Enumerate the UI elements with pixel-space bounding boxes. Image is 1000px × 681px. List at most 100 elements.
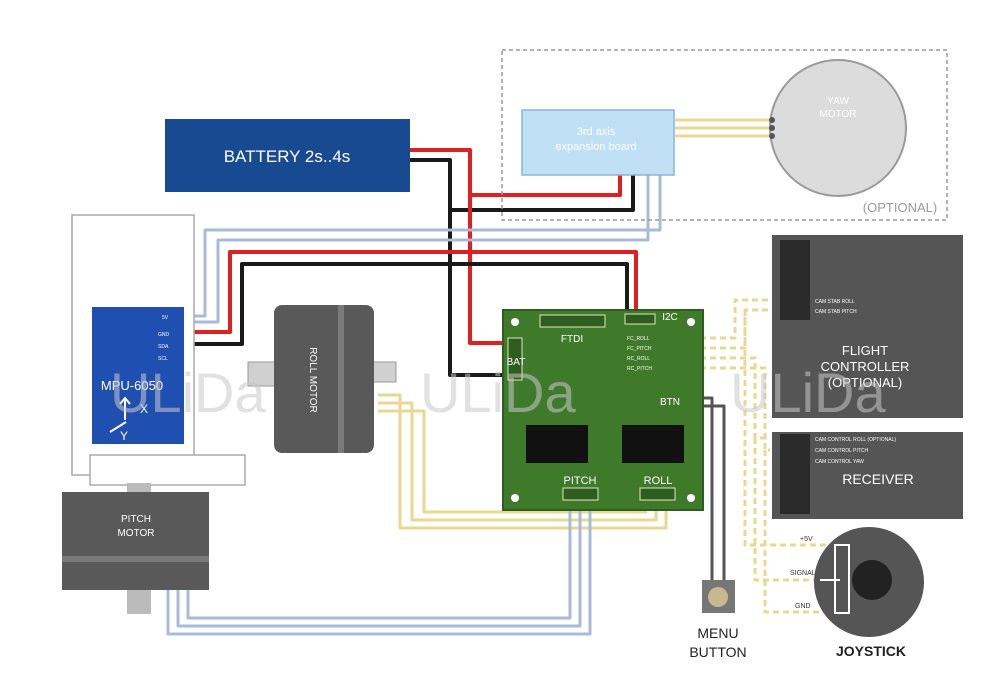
mpu-label: MPU-6050 <box>101 378 163 393</box>
yaw-optional-label: (OPTIONAL) <box>863 200 937 215</box>
wire-pitch-1 <box>166 503 592 636</box>
wire-pitch-2 <box>176 503 582 628</box>
receiver-pin-pitch: CAM CONTROL PITCH <box>815 448 869 454</box>
gimbal-controller-board <box>502 309 704 511</box>
pin-fc-pitch: FC_PITCH <box>627 346 652 352</box>
board-hole-tr <box>687 318 695 326</box>
mpu-pin-gnd: GND <box>158 332 170 338</box>
pin-rc-pitch: RC_PITCH <box>627 366 652 372</box>
receiver-label: RECEIVER <box>842 471 914 487</box>
watermark-1: ULiDa <box>110 361 266 424</box>
i2c-label: I2C <box>662 312 678 323</box>
pin-fc-roll: FC_ROLL <box>627 336 650 342</box>
menu-button-label-2: BUTTON <box>689 644 746 660</box>
wire-dashed-rc-pitch <box>700 366 770 452</box>
watermark: ULiDa ULiDa ULiDa <box>110 361 886 424</box>
roll-connector-label: ROLL <box>644 475 673 487</box>
mpu-axis-x: X <box>140 402 148 416</box>
wire-dashed-fc-pitch <box>700 308 770 350</box>
mpu-6050-board <box>92 307 184 444</box>
wire-btn-2 <box>700 404 726 580</box>
yaw-motor <box>769 59 907 197</box>
wire-roll-2 <box>378 401 658 522</box>
fc-label-3: (OPTIONAL) <box>828 375 902 390</box>
yaw-motor-connector-1 <box>769 117 775 123</box>
menu-button-label-1: MENU <box>697 625 738 641</box>
joystick-label: JOYSTICK <box>836 643 906 659</box>
board-hole-tl <box>511 318 519 326</box>
expansion-board <box>521 109 675 176</box>
wire-dashed-fc-roll <box>700 298 770 340</box>
expansion-board-label-1: 3rd axis <box>577 126 616 138</box>
mpu-pin-sda: SDA <box>158 344 169 350</box>
yaw-motor-connector-2 <box>769 125 775 131</box>
pitch-connector-label: PITCH <box>564 475 597 487</box>
roll-motor-shaft <box>247 361 277 387</box>
pitch-motor-bottom-shaft <box>127 590 151 614</box>
fc-pin-pitch: CAM STAB PITCH <box>815 309 857 315</box>
flight-controller-pins <box>780 240 810 320</box>
bat-connector <box>507 337 523 381</box>
yaw-motor-label-2: MOTOR <box>819 109 856 120</box>
fc-pin-roll: CAM STAB ROLL <box>815 299 855 305</box>
mpu-pin-5v: 5V <box>162 315 169 321</box>
wire-roll-1 <box>378 393 668 530</box>
wire-blue-i2c-1 <box>185 172 662 318</box>
receiver-pins <box>780 434 810 514</box>
wire-blue-i2c-2 <box>185 172 650 324</box>
wire-dashed-joy-5v <box>743 310 835 547</box>
wire-pitch-3 <box>186 503 572 620</box>
pitch-motor-label-2: MOTOR <box>117 528 154 539</box>
watermark-2: ULiDa <box>420 361 576 424</box>
roll-motor <box>274 305 374 453</box>
wire-red-i2c-mpu <box>185 250 638 334</box>
wire-dashed-joy-gnd <box>763 450 835 614</box>
yaw-motor-label-1: YAW <box>827 96 849 107</box>
mpu-axis-arrows <box>109 396 131 433</box>
pitch-bracket-base <box>89 454 246 486</box>
pitch-motor-top-shaft <box>127 483 151 493</box>
pitch-motor <box>62 492 209 590</box>
expansion-board-label-2: expansion board <box>555 141 636 153</box>
board-hole-br <box>687 494 695 502</box>
driver-chip-right <box>622 425 684 463</box>
battery-label: BATTERY 2s..4s <box>224 147 351 166</box>
mpu-axis-y: Y <box>120 429 128 443</box>
joystick-5v: +5V <box>800 536 813 543</box>
receiver-pin-yaw: CAM CONTROL YAW <box>815 459 864 465</box>
wire-red-battery-bat <box>468 195 510 345</box>
wire-dashed-rc-roll <box>700 356 770 440</box>
roll-motor-label: ROLL MOTOR <box>307 347 318 413</box>
i2c-header <box>624 313 656 325</box>
mpu-pin-scl: SCL <box>158 356 168 362</box>
joystick-knob <box>852 560 892 600</box>
battery <box>165 119 410 192</box>
ftdi-header <box>539 314 606 328</box>
fc-label-2: CONTROLLER <box>821 359 910 374</box>
receiver-pin-roll: CAM CONTROL ROLL (OPTIONAL) <box>815 437 896 443</box>
btn-label: BTN <box>660 397 680 408</box>
yaw-motor-connector-3 <box>769 133 775 139</box>
yaw-optional-region <box>501 49 948 221</box>
menu-button-cap <box>708 587 728 607</box>
joystick-signal: SIGNAL <box>790 570 816 577</box>
pitch-motor-label-1: PITCH <box>121 514 151 525</box>
roll-motor-shaft-right <box>371 361 397 383</box>
pin-rc-roll: RC_ROLL <box>627 356 650 362</box>
fc-label-1: FLIGHT <box>842 343 888 358</box>
wire-black-battery-bat <box>448 210 510 377</box>
pitch-connector <box>562 487 599 501</box>
pitch-motor-band <box>62 556 209 562</box>
board-hole-bl <box>511 494 519 502</box>
wire-black-i2c-mpu <box>185 262 629 346</box>
joystick-gnd: GND <box>795 603 811 610</box>
ftdi-label: FTDI <box>561 334 583 345</box>
wire-dashed-joy-signal <box>753 438 835 582</box>
roll-connector <box>639 487 676 501</box>
bat-label: BAT <box>507 357 526 368</box>
roll-motor-band <box>338 305 344 453</box>
watermark-3: ULiDa <box>730 361 886 424</box>
driver-chip-left <box>526 425 588 463</box>
